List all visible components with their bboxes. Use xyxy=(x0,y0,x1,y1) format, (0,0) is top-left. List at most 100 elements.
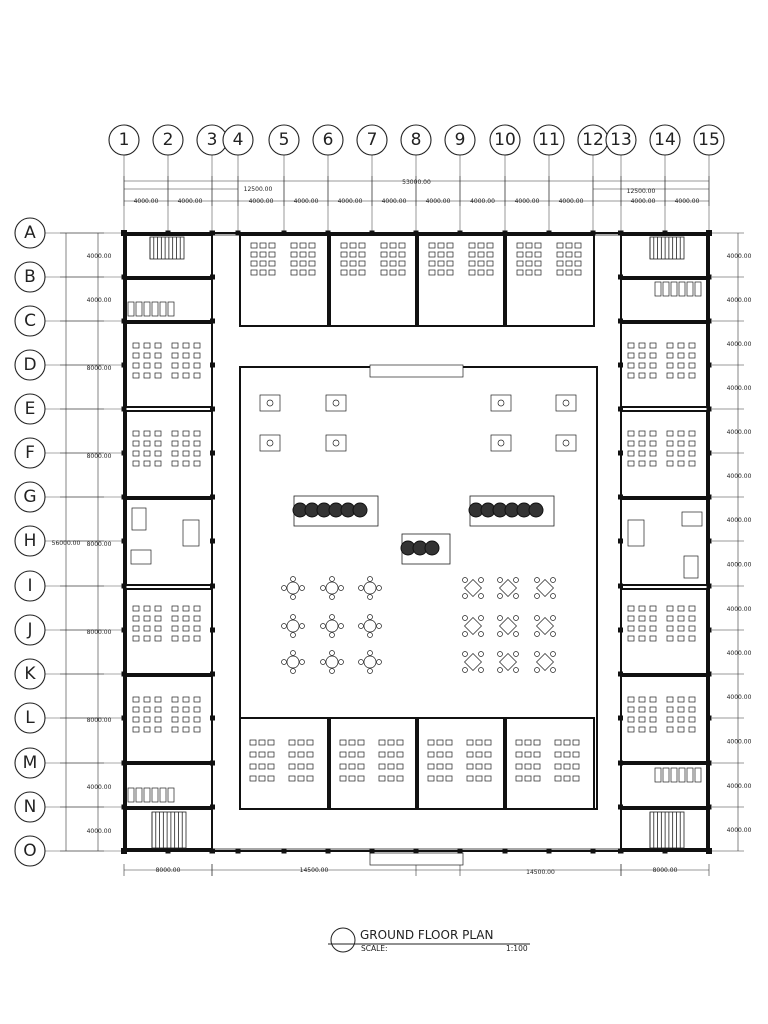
desk xyxy=(677,460,685,467)
row-bubble-label: G xyxy=(23,487,36,507)
desk xyxy=(290,260,298,267)
left-classroom-desks xyxy=(171,605,201,642)
desk xyxy=(649,625,657,632)
right-row-dimension: 4000.00 xyxy=(727,694,752,701)
bottom-dimension: 14500.00 xyxy=(526,869,555,876)
column xyxy=(706,362,712,368)
desk xyxy=(171,430,179,437)
row-bubble-label: A xyxy=(24,223,36,243)
chair xyxy=(534,651,540,657)
toilet-stalls-se xyxy=(654,767,702,783)
desk xyxy=(437,269,445,276)
column xyxy=(706,274,712,280)
desk xyxy=(445,763,453,770)
desk xyxy=(638,605,646,612)
desk xyxy=(556,251,564,258)
row-bubble-circle xyxy=(14,614,46,646)
desk xyxy=(348,763,356,770)
desk xyxy=(649,716,657,723)
desk xyxy=(339,751,347,758)
right-row-dimension: 4000.00 xyxy=(727,473,752,480)
desk xyxy=(171,706,179,713)
desk xyxy=(627,635,635,642)
row-bubble-label: F xyxy=(25,443,35,463)
chair xyxy=(376,659,382,665)
table xyxy=(363,655,377,669)
desk xyxy=(649,450,657,457)
stall xyxy=(654,281,662,297)
desk xyxy=(627,625,635,632)
right-classroom-desks xyxy=(666,605,696,642)
desk xyxy=(649,342,657,349)
desk xyxy=(565,251,573,258)
bottom-classroom xyxy=(239,717,329,810)
desk xyxy=(666,372,674,379)
desk xyxy=(534,242,542,249)
desk xyxy=(572,751,580,758)
top-classroom xyxy=(417,234,505,327)
chair xyxy=(320,585,326,591)
top-classroom xyxy=(329,234,417,327)
desk xyxy=(677,352,685,359)
column xyxy=(369,848,375,854)
stall xyxy=(151,787,159,803)
right-row-dimension: 4000.00 xyxy=(727,341,752,348)
plant xyxy=(497,399,505,407)
desk xyxy=(466,763,474,770)
courtyard-bench xyxy=(325,394,347,412)
square-table xyxy=(462,577,484,599)
desk xyxy=(193,430,201,437)
desk xyxy=(666,352,674,359)
plant xyxy=(332,439,340,447)
column xyxy=(706,715,712,721)
column xyxy=(325,848,331,854)
desk xyxy=(666,635,674,642)
desk xyxy=(565,260,573,267)
chair xyxy=(329,632,335,638)
desk xyxy=(486,260,494,267)
stall xyxy=(127,787,135,803)
courtyard-bench xyxy=(325,434,347,452)
chair xyxy=(290,650,296,656)
column-bubble-10: 10 xyxy=(489,124,521,156)
desk xyxy=(132,440,140,447)
desk xyxy=(340,251,348,258)
right-classroom-desks xyxy=(666,696,696,733)
desk xyxy=(308,242,316,249)
right-classroom-desks xyxy=(627,430,657,467)
desk xyxy=(445,751,453,758)
chair xyxy=(478,577,484,583)
column xyxy=(121,760,127,766)
row-bubble-circle xyxy=(14,305,46,337)
row-bubble-circle xyxy=(14,835,46,867)
column xyxy=(457,230,463,236)
left-classroom-desks xyxy=(171,430,201,467)
desk xyxy=(143,440,151,447)
chair xyxy=(367,632,373,638)
desk xyxy=(143,625,151,632)
desk xyxy=(299,242,307,249)
bottom-classroom-desks xyxy=(249,739,275,782)
title-text: GROUND FLOOR PLAN xyxy=(360,928,493,942)
plant xyxy=(332,399,340,407)
desk xyxy=(638,625,646,632)
desk xyxy=(525,251,533,258)
column-bubble-circle xyxy=(356,124,388,156)
right-row-dimension: 4000.00 xyxy=(727,517,752,524)
round-table xyxy=(358,650,382,674)
desk xyxy=(666,440,674,447)
column-bubble-2: 2 xyxy=(152,124,184,156)
right-row-dimension: 4000.00 xyxy=(727,827,752,834)
stall xyxy=(143,787,151,803)
column-bubble-4: 4 xyxy=(222,124,254,156)
column-bubble-13: 13 xyxy=(605,124,637,156)
desk xyxy=(484,763,492,770)
south-entrance xyxy=(369,852,464,866)
desk xyxy=(516,251,524,258)
desk xyxy=(378,739,386,746)
square-table xyxy=(497,577,519,599)
stall xyxy=(686,281,694,297)
desk xyxy=(649,430,657,437)
desk xyxy=(389,269,397,276)
chair xyxy=(478,615,484,621)
